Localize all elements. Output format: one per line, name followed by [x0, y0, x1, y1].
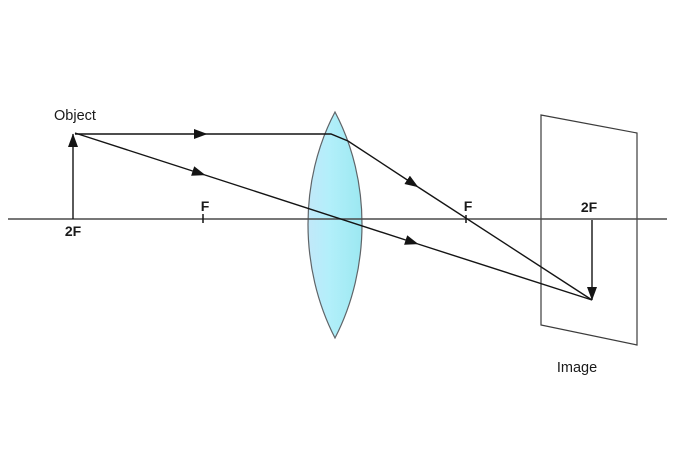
convex-lens	[307, 110, 363, 340]
right-f-label: F	[464, 198, 473, 214]
ray-center-to-image	[417, 243, 593, 301]
right-2f-label: 2F	[581, 199, 598, 215]
left-2f-label: 2F	[65, 223, 82, 239]
object-label: Object	[54, 108, 96, 124]
image-label: Image	[557, 360, 597, 376]
image-screen	[540, 114, 638, 346]
ray-center-incident	[74, 132, 206, 176]
ray-center-through	[204, 174, 419, 245]
ray-parallel-to-image	[417, 186, 593, 301]
left-f-label: F	[201, 198, 210, 214]
ray-parallel-refracted	[207, 133, 419, 188]
